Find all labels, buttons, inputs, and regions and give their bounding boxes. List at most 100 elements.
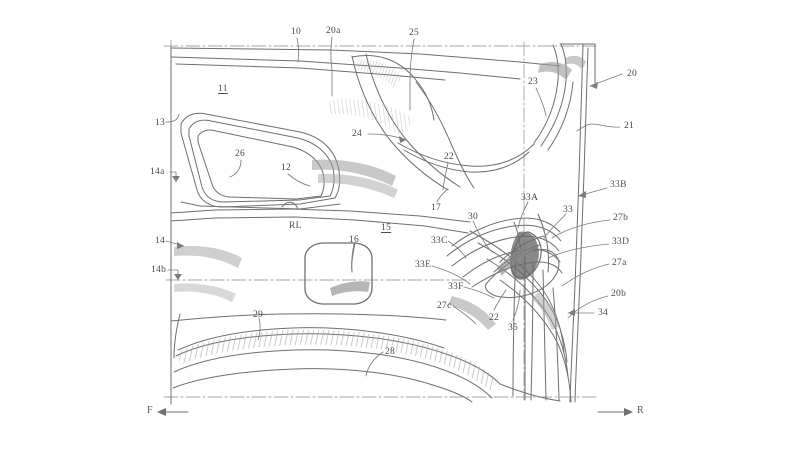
front-direction-label: F	[147, 405, 153, 416]
ref-label-33C: 33C	[431, 236, 448, 246]
door-shade-left	[174, 246, 242, 268]
c-pillar-front-edge	[351, 55, 449, 191]
leader-33F	[463, 286, 495, 299]
lamp-detail-33b	[537, 213, 549, 273]
door-shade-left-2	[174, 283, 236, 302]
ref-label-11: 11	[218, 84, 228, 94]
roof-rail-outer	[533, 44, 559, 144]
ref-label-21: 21	[624, 121, 635, 131]
ref-label-12: 12	[281, 163, 292, 173]
leader-20a	[330, 36, 333, 97]
arrowhead-14a	[172, 176, 180, 182]
ref-label-10: 10	[291, 27, 302, 37]
front-arrowhead	[157, 408, 166, 416]
right-pillar-inner	[574, 47, 589, 403]
pillar-cap-curve	[351, 55, 435, 121]
ref-label-20: 20	[627, 69, 638, 79]
window-sash-lower	[180, 201, 341, 210]
leader-23	[535, 87, 547, 117]
arrowhead-14	[177, 242, 184, 249]
leader-17	[436, 188, 449, 203]
beltline-lower	[170, 216, 469, 234]
leader-33D	[547, 243, 610, 259]
wheelarch-hatch-band	[178, 329, 498, 392]
leader-20b	[567, 295, 609, 319]
pillar-shade-top	[356, 59, 402, 88]
beltline-upper	[170, 208, 471, 223]
leader-35	[512, 289, 521, 321]
ref-label-33F: 33F	[448, 282, 464, 292]
leader-12	[287, 173, 311, 187]
ref-label-33D: 33D	[612, 237, 630, 247]
ref-label-14b: 14b	[151, 265, 167, 275]
arrowhead-14b	[174, 274, 182, 280]
ref-label-17: 17	[431, 203, 442, 213]
rocker-front-kick	[173, 313, 181, 359]
right-pillar-outer	[569, 44, 584, 403]
arrowhead-33B	[578, 191, 586, 198]
ref-label-33: 33	[563, 205, 574, 215]
lamp-outer-band	[446, 224, 562, 257]
roofline-third	[175, 63, 446, 81]
rear-glass-lower	[397, 142, 535, 167]
leader-10	[296, 37, 300, 63]
beltline-shade-left	[312, 159, 396, 186]
ref-label-23: 23	[528, 77, 539, 87]
ref-label-33E: 33E	[415, 260, 432, 270]
ref-label-22-top: 22	[444, 152, 455, 162]
c-pillar-rear-edge	[365, 53, 461, 188]
leader-13	[165, 113, 180, 123]
body-outer-frame	[170, 43, 596, 405]
ref-label-13: 13	[155, 118, 166, 128]
ref-label-20a: 20a	[326, 26, 341, 36]
leader-22t	[442, 162, 449, 191]
beltline-group	[170, 201, 471, 234]
wheelarch-mid	[173, 349, 493, 399]
quarter-vertical-3	[542, 269, 547, 401]
ref-label-25: 25	[409, 28, 420, 38]
leader-33A	[517, 201, 529, 229]
arrowhead-20	[590, 82, 598, 89]
leader-arrowheads	[172, 82, 598, 316]
ref-label-27b: 27b	[613, 213, 629, 223]
bumper-lower-edge	[499, 383, 561, 402]
window-rear-surround	[415, 81, 475, 189]
beltline-shade-left-2	[318, 173, 398, 198]
ref-label-16: 16	[349, 235, 360, 245]
wheelarch-inner	[172, 368, 473, 403]
arrowhead-24	[399, 136, 406, 143]
lamp-edge-shade	[497, 244, 534, 276]
ref-label-26: 26	[235, 149, 246, 159]
leader-27a	[561, 263, 610, 287]
ref-label-29: 29	[253, 310, 264, 320]
wheelarch-lip-top	[177, 327, 445, 351]
ref-label-27c: 27c	[437, 301, 452, 311]
rocker-upper-line	[170, 313, 447, 322]
belt-kick	[281, 201, 299, 210]
rear-glass-lower-2	[403, 149, 530, 173]
pillar-base-shade	[564, 55, 586, 70]
ref-label-33A: 33A	[521, 193, 539, 203]
rear-direction-label: R	[637, 405, 644, 416]
quarter-vertical-5	[552, 287, 560, 401]
ref-label-28: 28	[385, 347, 396, 357]
quarter-vertical-2	[530, 261, 534, 401]
leader-28	[365, 351, 384, 377]
roof-shade-upper	[328, 98, 414, 136]
direction-arrowheads	[157, 408, 633, 416]
ref-label-RL: RL	[289, 221, 302, 231]
leader-33C	[447, 240, 467, 259]
ref-label-24: 24	[352, 129, 363, 139]
window-inner-contour-1	[188, 119, 335, 203]
leader-25	[409, 38, 415, 111]
leader-26	[229, 159, 242, 178]
shaded-regions	[174, 55, 586, 392]
leader-27c	[452, 305, 477, 325]
ref-label-34: 34	[598, 308, 609, 318]
roof-lower-edge	[170, 56, 521, 80]
ref-label-14a: 14a	[150, 167, 165, 177]
ref-label-20b: 20b	[611, 289, 627, 299]
leader-30	[472, 220, 493, 253]
